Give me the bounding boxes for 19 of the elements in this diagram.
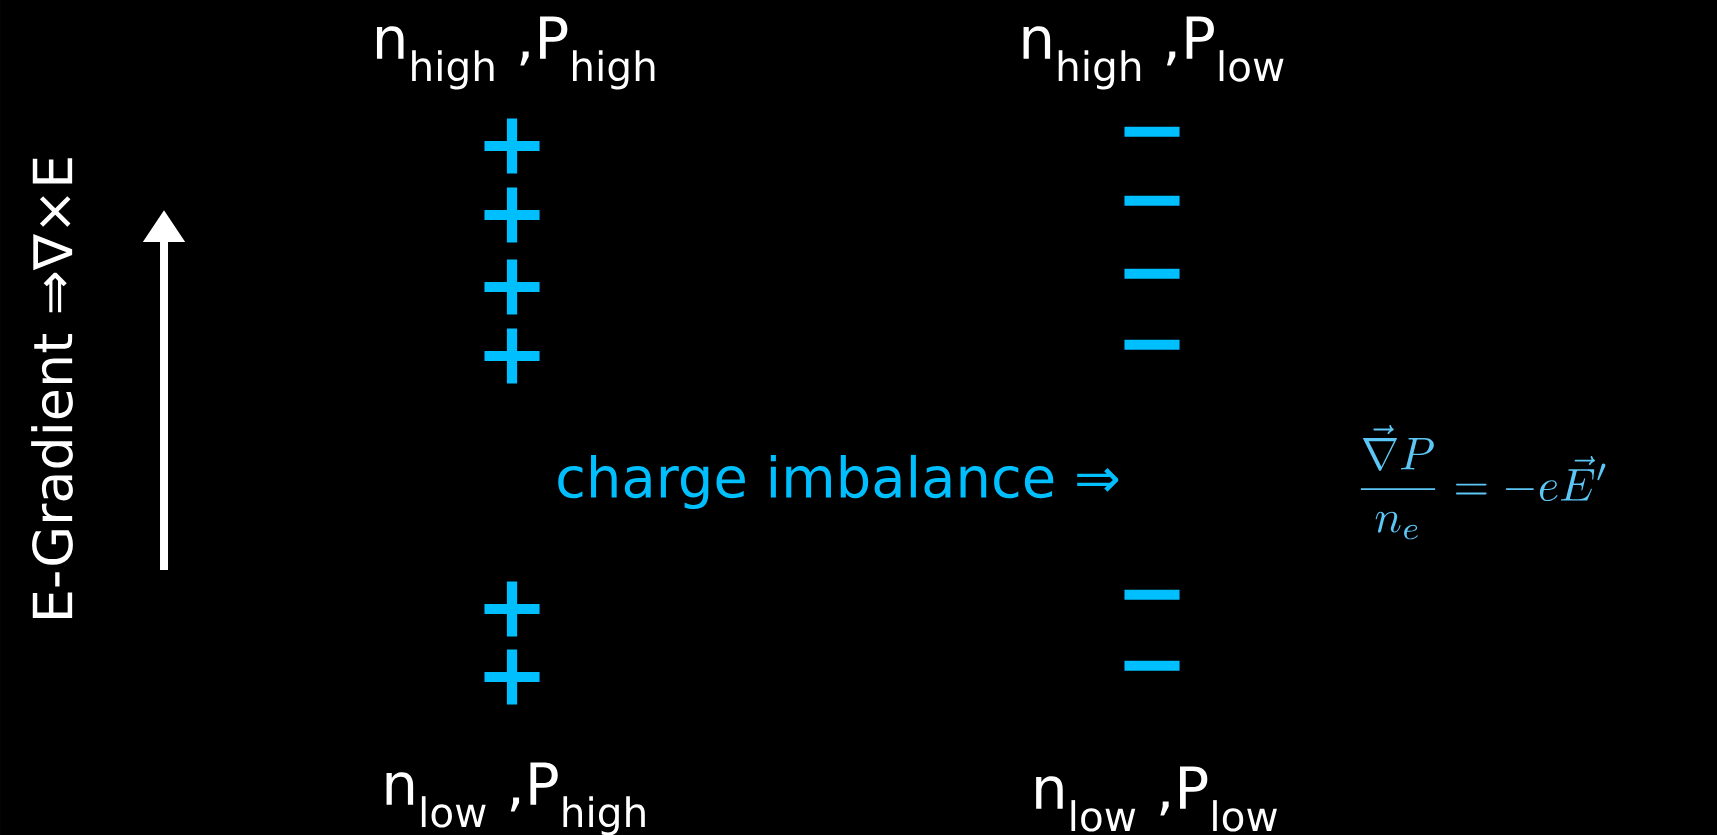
state-label: n$_{high}$ ,P$_{high}$ [376, 16, 655, 90]
minus-sign: − [1124, 268, 1180, 279]
minus-sign: − [1124, 660, 1180, 671]
minus-sign: − [1124, 126, 1180, 137]
plus-sign: + [484, 187, 540, 243]
plus-sign: + [484, 649, 540, 705]
state-label: n$_{low}$ ,P$_{high}$ [386, 762, 645, 835]
gradient-label: E-Gradient ⇒∇×E [31, 158, 73, 618]
plus-sign: + [484, 328, 540, 384]
state-label: n$_{low}$ ,P$_{low}$ [1036, 766, 1277, 832]
plus-sign: + [484, 581, 540, 637]
minus-sign: − [1124, 339, 1180, 350]
plus-sign: + [484, 118, 540, 174]
pressure-formula: $\frac{\vec{\nabla} P}{n_e} = -e\vec{E}'$ [1360, 425, 1606, 540]
charge-imbalance-text: charge imbalance ⇒ [558, 454, 1119, 510]
minus-sign: − [1124, 195, 1180, 206]
minus-sign: − [1124, 589, 1180, 600]
state-label: n$_{high}$ ,P$_{low}$ [1023, 16, 1284, 90]
plus-sign: + [484, 259, 540, 315]
